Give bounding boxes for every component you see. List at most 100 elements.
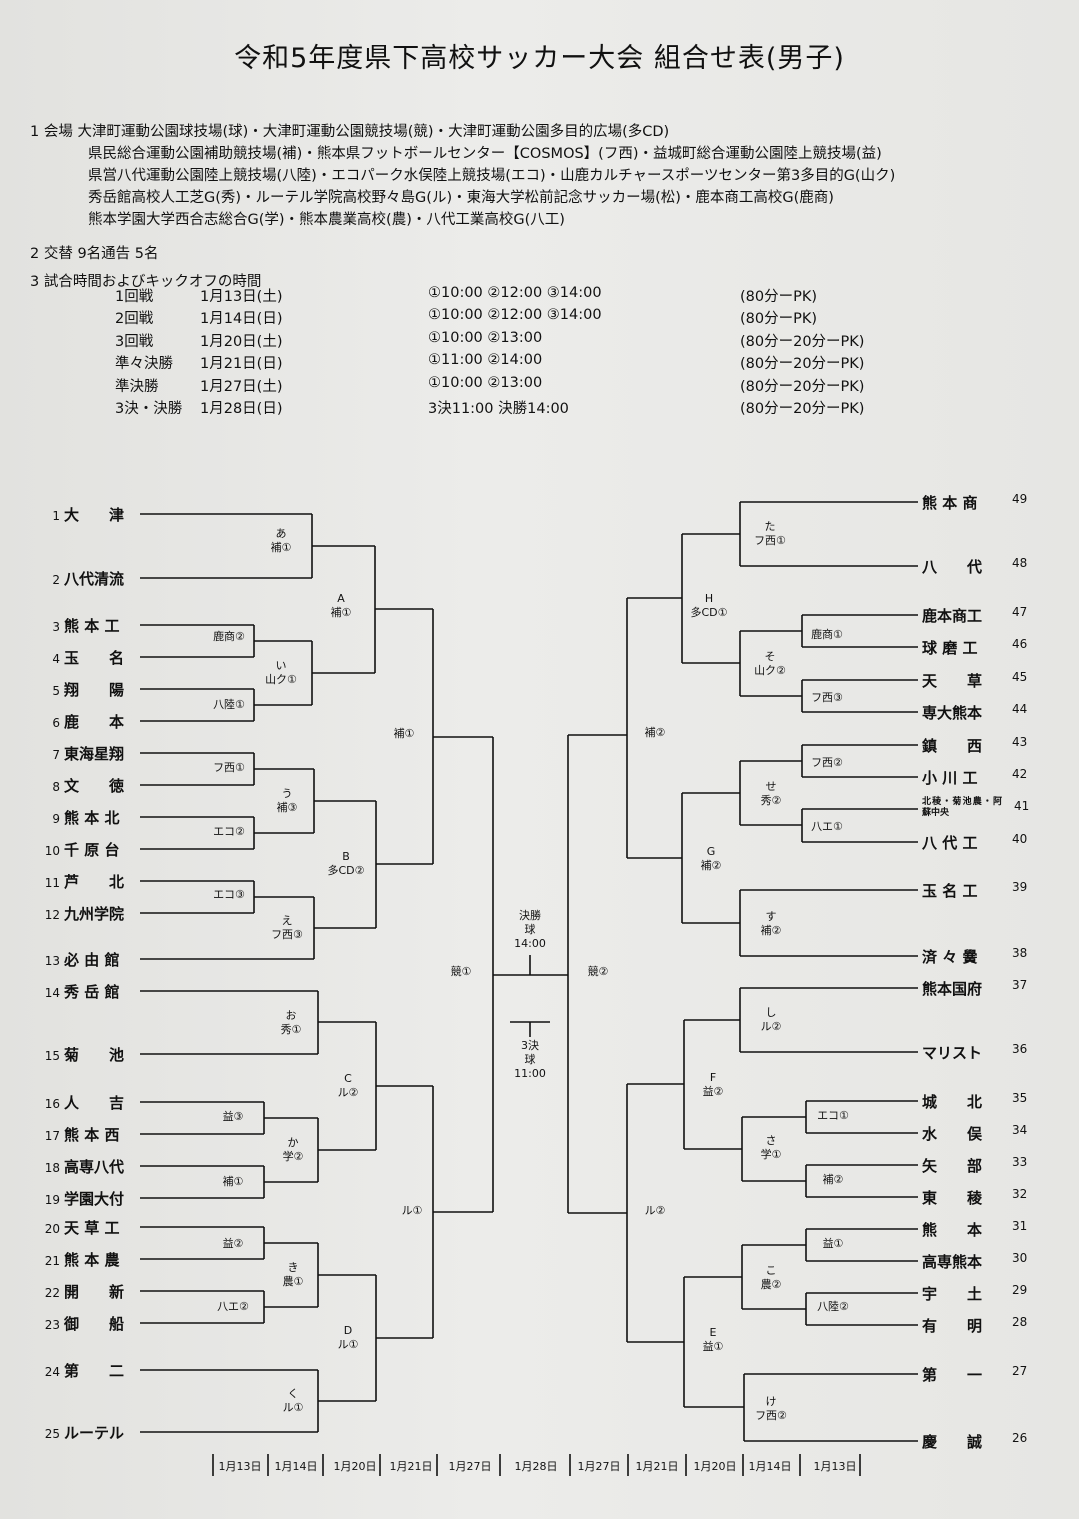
round-date: 1月27日 (448, 1460, 492, 1473)
team-number: 24 (44, 1365, 60, 1379)
match-label: C ル② (337, 1072, 359, 1099)
match-label: 補① (393, 727, 415, 740)
team-name: 開 新 (64, 1283, 125, 1301)
team-name: 慶 誠 (922, 1433, 983, 1451)
schedule-date: 1月27日(土) (200, 379, 283, 395)
schedule-format: (80分ーPK) (740, 311, 818, 327)
schedule-date: 1月21日(日) (200, 356, 283, 372)
match-label: い 山ク① (265, 659, 297, 686)
team-number: 46 (1012, 637, 1028, 651)
round-date: 1月20日 (693, 1460, 737, 1473)
match-label: D ル① (337, 1324, 359, 1351)
schedule-date: 1月28日(日) (200, 401, 283, 417)
match-label: す 補② (760, 910, 782, 937)
team-name: 東海星翔 (64, 745, 125, 763)
team-name: 玉 名 工 (922, 882, 978, 900)
team-number: 39 (1012, 880, 1028, 894)
match-label: E 益① (702, 1326, 724, 1353)
team-number: 17 (44, 1129, 60, 1143)
team-entry: 11 芦 北 (0, 871, 124, 892)
team-number: 8 (52, 780, 60, 794)
match-label: お 秀① (280, 1009, 302, 1036)
match-label: 補② (644, 726, 666, 739)
team-number: 33 (1012, 1155, 1028, 1169)
team-number: 45 (1012, 670, 1028, 684)
team-name: 球 磨 工 (922, 639, 978, 657)
team-name: 東 稜 (922, 1189, 983, 1207)
team-number: 34 (1012, 1123, 1028, 1137)
round-date: 1月28日 (514, 1460, 558, 1473)
team-name: 八代清流 (64, 570, 125, 588)
team-name: 熊本国府 (922, 980, 983, 998)
team-name: 鹿本商工 (922, 607, 983, 625)
round-date: 1月13日 (813, 1460, 857, 1473)
team-number: 5 (52, 684, 60, 698)
team-number: 11 (44, 876, 60, 890)
schedule-date: 1月20日(土) (200, 334, 283, 350)
schedule-date: 1月13日(土) (200, 289, 283, 305)
match-label: 益② (222, 1237, 244, 1250)
venue-line: 県民総合運動公園補助競技場(補)・熊本県フットボールセンター【COSMOS】(フ… (88, 146, 882, 162)
team-name: 第 一 (922, 1366, 983, 1384)
schedule-times: ①10:00 ②13:00 (428, 375, 543, 391)
team-name: 熊 本 工 (64, 617, 120, 635)
team-name: 有 明 (922, 1317, 983, 1335)
match-label: ル① (401, 1204, 423, 1217)
team-name: 御 船 (64, 1315, 125, 1333)
match-label: さ 学① (760, 1134, 782, 1161)
team-number: 9 (52, 812, 60, 826)
team-name: 玉 名 (64, 649, 125, 667)
match-label: ル② (644, 1204, 666, 1217)
team-entry: 24 第 二 (0, 1360, 124, 1381)
team-name: 北稜・菊池農・阿蘇中央 (922, 797, 1002, 818)
team-name: 第 二 (64, 1362, 125, 1380)
schedule-format: (80分ーPK) (740, 289, 818, 305)
team-name: 天 草 工 (64, 1219, 120, 1237)
team-name: 高専八代 (64, 1158, 125, 1176)
team-number: 31 (1012, 1219, 1028, 1233)
team-number: 4 (52, 652, 60, 666)
match-label: し ル② (760, 1006, 782, 1033)
team-number: 19 (44, 1193, 60, 1207)
team-name: 芦 北 (64, 873, 125, 891)
team-name: 八 代 工 (922, 834, 978, 852)
team-number: 25 (44, 1427, 60, 1441)
team-name: マリスト (922, 1044, 983, 1062)
team-entry: 球 磨 工 46 (922, 637, 1027, 658)
team-entry: 熊 本 31 (922, 1219, 1027, 1240)
schedule-format: (80分ー20分ーPK) (740, 379, 865, 395)
round-date: 1月13日 (218, 1460, 262, 1473)
match-label: A 補① (330, 592, 352, 619)
match-label: エコ② (213, 825, 245, 838)
match-label: フ西③ (811, 691, 843, 704)
team-name: 済 々 黌 (922, 948, 978, 966)
team-name: 熊 本 (922, 1221, 983, 1239)
match-label: H 多CD① (690, 592, 728, 619)
team-number: 38 (1012, 946, 1028, 960)
schedule-round: 1回戦 (115, 289, 154, 305)
round-date: 1月20日 (333, 1460, 377, 1473)
team-number: 35 (1012, 1091, 1028, 1105)
team-entry: 済 々 黌 38 (922, 946, 1027, 967)
match-label: エコ③ (213, 888, 245, 901)
match-label: 鹿商① (811, 628, 843, 641)
schedule-heading: 3 試合時間およびキックオフの時間 (30, 274, 262, 290)
